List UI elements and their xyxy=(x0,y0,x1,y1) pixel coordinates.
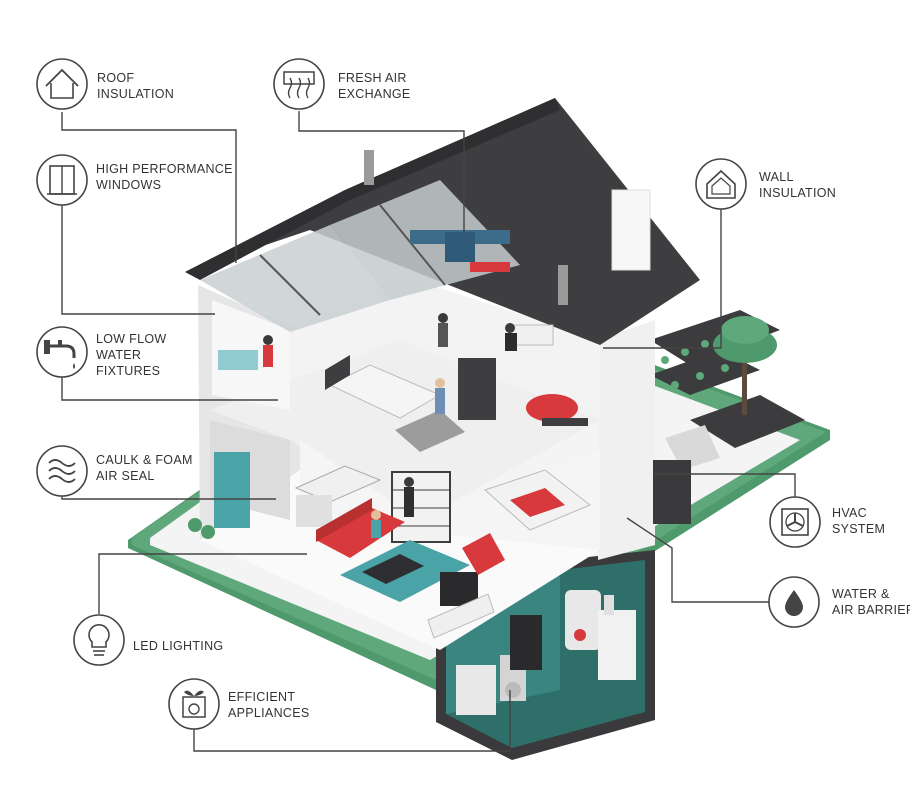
label-line: INSULATION xyxy=(759,186,837,200)
roof-insulation-line xyxy=(61,112,237,263)
water-drop-icon xyxy=(768,576,820,628)
label-line: SYSTEM xyxy=(832,522,886,536)
roof xyxy=(185,98,700,345)
callout-label-wall-insulation: WALL INSULATION xyxy=(759,169,836,201)
light-bulb-icon xyxy=(73,614,125,666)
label-line: HIGH PERFORMANCE xyxy=(96,162,233,176)
label-line: WALL xyxy=(759,170,794,184)
led-lighting-line xyxy=(98,553,307,614)
callout-lines xyxy=(61,111,796,752)
label-line: HVAC xyxy=(832,506,868,520)
callout-label-hvac-system: HVAC SYSTEM xyxy=(832,505,885,537)
label-line: WINDOWS xyxy=(96,178,162,192)
interior-details xyxy=(188,313,691,639)
wall-insulation-line xyxy=(603,209,722,349)
label-line: WATER & xyxy=(832,587,890,601)
callout-label-led-lighting: LED LIGHTING xyxy=(133,638,223,654)
garden xyxy=(650,310,805,470)
house-roof-icon xyxy=(36,58,88,110)
house-wall-icon xyxy=(695,158,747,210)
label-line: CAULK & FOAM xyxy=(96,453,193,467)
label-line: EFFICIENT xyxy=(228,690,296,704)
callout-label-roof-insulation: ROOF INSULATION xyxy=(97,70,174,102)
callout-label-caulk-foam-air-seal: CAULK & FOAM AIR SEAL xyxy=(96,452,193,484)
air-waves-icon xyxy=(36,445,88,497)
washing-machine-icon xyxy=(168,678,220,730)
fan-icon xyxy=(769,496,821,548)
callout-icons xyxy=(36,58,821,730)
air-vent-icon xyxy=(273,58,325,110)
label-line: AIR BARRIER xyxy=(832,603,910,617)
label-line: LED LIGHTING xyxy=(133,639,224,653)
caulk-foam-air-seal-line xyxy=(61,496,276,500)
callout-label-water-air-barrier: WATER & AIR BARRIER xyxy=(832,586,910,618)
fresh-air-exchange-line xyxy=(298,111,465,233)
efficient-appliances-line xyxy=(193,690,511,752)
callout-label-efficient-appliances: EFFICIENT APPLIANCES xyxy=(228,689,310,721)
label-line: LOW FLOW xyxy=(96,332,167,346)
high-performance-windows-line xyxy=(61,205,215,315)
label-line: EXCHANGE xyxy=(338,87,411,101)
label-line: WATER xyxy=(96,348,142,362)
callout-label-high-performance-windows: HIGH PERFORMANCE WINDOWS xyxy=(96,161,233,193)
label-line: FIXTURES xyxy=(96,364,161,378)
water-air-barrier-line xyxy=(626,517,769,603)
label-line: AIR SEAL xyxy=(96,469,155,483)
window-icon xyxy=(36,154,88,206)
low-flow-water-fixtures-line xyxy=(61,377,278,401)
label-line: APPLIANCES xyxy=(228,706,310,720)
faucet-icon xyxy=(36,326,88,378)
callout-label-fresh-air-exchange: FRESH AIR EXCHANGE xyxy=(338,70,411,102)
callout-label-low-flow-water-fixtures: LOW FLOW WATER FIXTURES xyxy=(96,331,166,379)
label-line: FRESH AIR xyxy=(338,71,407,85)
hvac-system-line xyxy=(654,473,796,497)
label-line: INSULATION xyxy=(97,87,175,101)
label-line: ROOF xyxy=(97,71,135,85)
